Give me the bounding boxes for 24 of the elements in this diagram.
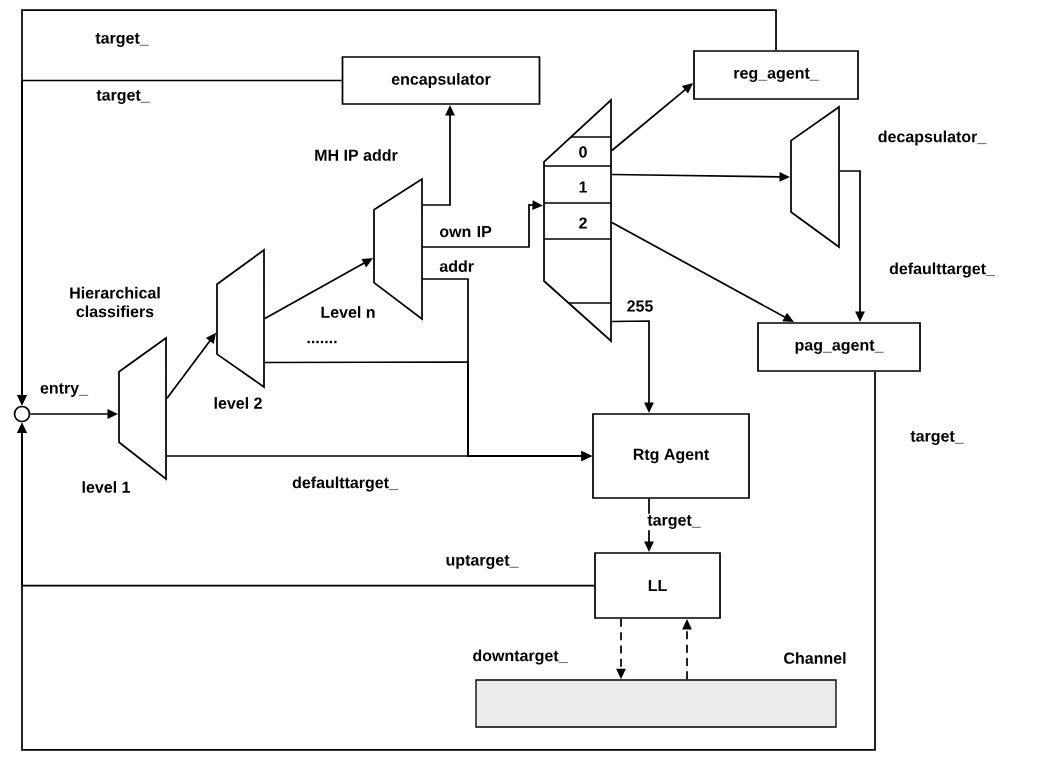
edge-label: downtarget_: [471, 648, 569, 666]
process-box: Rtg Agent: [592, 413, 750, 499]
arrow: [17, 371, 876, 751]
edge-label: defaulttarget_: [290, 475, 400, 493]
node-caption: Channel: [784, 652, 846, 664]
demux-trapezoid: 0 1 2: [543, 98, 612, 343]
classifier-trapezoid: [790, 105, 840, 249]
process-box: reg_agent_: [693, 50, 859, 100]
diagram-label: Hierarchical classifiers: [70, 286, 160, 318]
process-box: encapsulator: [341, 56, 541, 105]
channel-bar: [475, 679, 837, 728]
junction-circle: [13, 405, 31, 423]
classifier-trapezoid: [118, 336, 167, 481]
classifier-trapezoid: [373, 177, 423, 321]
process-box: LL: [594, 552, 721, 619]
node-caption: level 2: [214, 397, 262, 409]
node-caption: decapsulator_: [878, 130, 987, 146]
node-caption: level 1: [82, 481, 130, 493]
process-box: pag_agent_: [757, 322, 921, 372]
node-caption: 255: [627, 300, 653, 312]
diagram-label: .......: [307, 340, 337, 344]
edge-label: defaulttarget_: [887, 261, 997, 279]
edge-label: own IP addr: [439, 226, 492, 272]
classifier-trapezoid: [216, 248, 265, 389]
